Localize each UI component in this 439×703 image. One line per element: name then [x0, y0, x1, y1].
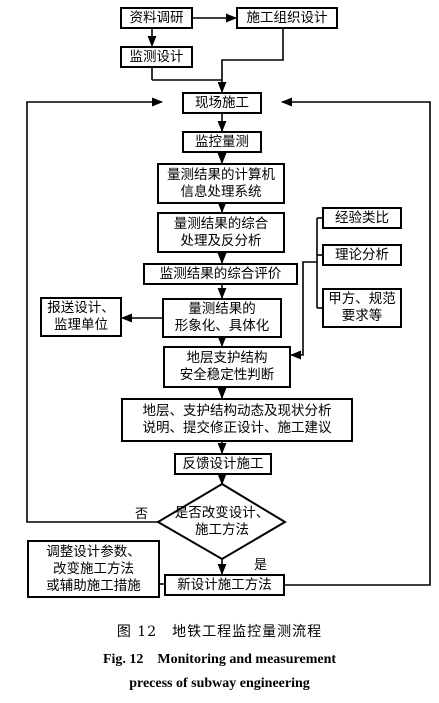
- caption-english-line1: Fig. 12 Monitoring and measurement: [102, 652, 337, 667]
- node-owner-requirements: 甲方、规范要求等: [322, 288, 402, 328]
- node-feedback-design: 反馈设计施工: [174, 453, 272, 475]
- node-computer-processing: 量测结果的计算机信息处理系统: [157, 163, 285, 204]
- node-monitoring-measurement: 监控量测: [182, 131, 262, 153]
- decision-text: 是否改变设计、施工方法: [174, 505, 270, 538]
- node-monitoring-design: 监测设计: [120, 46, 193, 68]
- arrow-loop-new-method-to-site: [280, 97, 431, 586]
- caption-chinese: 图 12 地铁工程监控量测流程: [116, 624, 323, 640]
- node-construction-org-design: 施工组织设计: [236, 7, 338, 29]
- node-adjust-params: 调整设计参数、改变施工方法或辅助施工措施: [27, 540, 160, 598]
- node-new-method: 新设计施工方法: [164, 574, 285, 596]
- node-site-construction: 现场施工: [182, 92, 262, 114]
- node-comprehensive-analysis: 量测结果的综合处理及反分析: [157, 212, 285, 253]
- node-report-units: 报送设计、监理单位: [40, 297, 122, 337]
- arrow-loop-no-to-site: [26, 97, 164, 523]
- node-data-research: 资料调研: [120, 7, 193, 29]
- arrow-bracket-to-stability: [289, 261, 317, 360]
- node-stability-judgment: 地层支护结构安全稳定性判断: [163, 346, 291, 388]
- node-comprehensive-evaluation: 监测结果的综合评价: [143, 263, 298, 285]
- caption-english-line2: precess of subway engineering: [129, 676, 310, 691]
- decision-diamond: [156, 482, 287, 561]
- label-no: 否: [135, 507, 149, 522]
- node-theoretical-analysis: 理论分析: [322, 244, 402, 266]
- node-visualization: 量测结果的形象化、具体化: [162, 298, 282, 338]
- node-experience-analogy: 经验类比: [322, 207, 402, 229]
- label-yes: 是: [254, 558, 268, 573]
- arrow-org-design-to-site: [217, 29, 284, 94]
- node-dynamic-analysis: 地层、支护结构动态及现状分析说明、提交修正设计、施工建议: [121, 398, 353, 442]
